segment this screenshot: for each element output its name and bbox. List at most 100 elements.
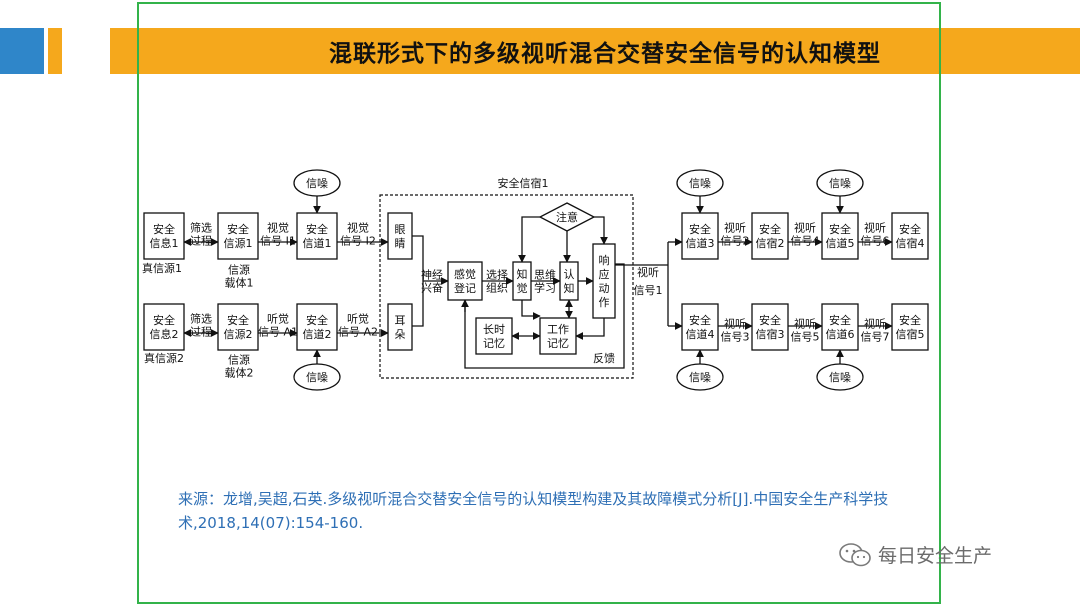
- label-audio-a2-line2: 信号 A2: [338, 325, 378, 338]
- label-select-line2: 组织: [486, 280, 508, 294]
- block-ch2-label-line2: 信道2: [303, 327, 332, 341]
- label-av1-line2: 信号1: [634, 284, 663, 297]
- label-audio-a1-line2: 信号 A1: [258, 325, 298, 338]
- label-av5-line2: 信号5: [791, 330, 820, 343]
- block-ch4-label-line2: 信道4: [686, 327, 715, 341]
- noise-top-right-2: [816, 169, 864, 197]
- block-src2: [217, 303, 259, 351]
- block-host3-label-line1: 安全: [759, 313, 781, 327]
- label-think-line1: 思维: [534, 268, 556, 281]
- label-visual-i2-line1: 视觉: [347, 220, 369, 234]
- attention-diamond: [538, 202, 596, 232]
- block-ltm-label-line1: 长时: [483, 323, 505, 336]
- label-nerve-line2: 兴奋: [421, 280, 443, 294]
- label-carrier2-line1: 信源: [228, 352, 250, 366]
- label-av3-line1: 视听: [724, 316, 746, 330]
- block-src2-label-line2: 信源2: [224, 327, 253, 341]
- label-filter1-line1: 筛选: [190, 220, 212, 234]
- label-av3-line2: 信号3: [721, 330, 750, 343]
- noise-bottom-right-1: [676, 363, 724, 391]
- noise-bottom-right-1-label: 信噪: [689, 371, 711, 384]
- block-host5-label-line1: 安全: [899, 313, 921, 327]
- block-respond-label-line3: 动: [599, 282, 610, 295]
- title-band: 混联形式下的多级视听混合交替安全信号的认知模型: [110, 28, 1080, 74]
- block-ch1-label-line1: 安全: [306, 222, 328, 236]
- attention-label: 注意: [556, 210, 578, 224]
- block-ch6: [821, 303, 859, 351]
- block-cognize: [559, 261, 579, 301]
- block-sense: [447, 261, 483, 301]
- arrow-respond-wm: [575, 318, 605, 340]
- arrow-attention-perceive: [518, 216, 540, 263]
- block-info2-label-line1: 安全: [153, 313, 175, 327]
- label-av6-line2: 信号6: [861, 234, 890, 247]
- block-wm-label-line1: 工作: [547, 323, 569, 336]
- label-av4-line2: 信号4: [791, 234, 820, 247]
- block-info1-label-line2: 信息1: [150, 236, 179, 250]
- block-ltm-label-line2: 记忆: [483, 337, 505, 350]
- block-eye: [387, 212, 413, 260]
- block-host5: [891, 303, 929, 351]
- block-ch4: [681, 303, 719, 351]
- block-host4: [891, 212, 929, 260]
- block-ch2-label-line1: 安全: [306, 313, 328, 327]
- block-ch1: [296, 212, 338, 260]
- header-orange-accent: [48, 28, 62, 74]
- host-group-boundary: [379, 194, 634, 379]
- block-host3: [751, 303, 789, 351]
- label-visual-i1-line1: 视觉: [267, 220, 289, 234]
- label-av5-line1: 视听: [794, 316, 816, 330]
- arrow-perceive-wm: [521, 300, 541, 320]
- block-ch5-label-line1: 安全: [829, 222, 851, 236]
- noise-top-right-2-label: 信噪: [829, 177, 851, 190]
- block-respond-label-line1: 响: [599, 254, 610, 267]
- block-host2: [751, 212, 789, 260]
- label-carrier1-line1: 信源: [228, 262, 250, 276]
- label-visual-i1-line2: 信号 I1: [260, 234, 296, 247]
- noise-top-right-1: [676, 169, 724, 197]
- label-visual-i2-line2: 信号 I2: [340, 234, 376, 247]
- block-ch3: [681, 212, 719, 260]
- watermark-text: 每日安全生产: [878, 545, 993, 567]
- block-ch6-label-line1: 安全: [829, 313, 851, 327]
- noise-top-right-1-label: 信噪: [689, 177, 711, 190]
- noise-bottom-left: [293, 363, 341, 391]
- block-ltm: [475, 317, 513, 355]
- label-filter1-line2: 过程: [190, 234, 212, 247]
- block-ear-label-line1: 耳: [395, 314, 406, 327]
- block-host5-label-line2: 信宿5: [896, 327, 925, 341]
- label-carrier1-line2: 载体1: [225, 275, 254, 289]
- label-feedback: 反馈: [593, 352, 615, 365]
- block-perceive: [512, 261, 532, 301]
- block-host3-label-line2: 信宿3: [756, 327, 785, 341]
- block-src2-label-line1: 安全: [227, 313, 249, 327]
- label-filter2-line1: 筛选: [190, 311, 212, 325]
- noise-top-left-label: 信噪: [306, 177, 328, 190]
- label-carrier2-line2: 载体2: [225, 365, 254, 379]
- noise-bottom-right-2: [816, 363, 864, 391]
- block-cognize-label-line1: 认: [564, 268, 575, 281]
- block-host4-label-line2: 信宿4: [896, 236, 925, 250]
- block-host4-label-line1: 安全: [899, 222, 921, 236]
- noise-top-left: [293, 169, 341, 197]
- source-citation: 来源：龙增,吴超,石英.多级视听混合交替安全信号的认知模型构建及其故障模式分析[…: [178, 490, 889, 532]
- label-av2-line2: 信号2: [721, 234, 750, 247]
- block-respond-label-line2: 应: [599, 267, 610, 281]
- block-respond-label-line4: 作: [599, 296, 610, 309]
- block-ear-label-line2: 朵: [395, 328, 406, 341]
- label-av7-line2: 信号7: [861, 330, 890, 343]
- slide-title: 混联形式下的多级视听混合交替安全信号的认知模型: [329, 41, 881, 67]
- content-frame: [137, 2, 941, 604]
- block-src1: [217, 212, 259, 260]
- block-ch5: [821, 212, 859, 260]
- block-respond: [592, 243, 616, 319]
- block-ch3-label-line2: 信道3: [686, 236, 715, 250]
- block-perceive-label-line2: 觉: [517, 282, 528, 295]
- block-ch6-label-line2: 信道6: [826, 327, 855, 341]
- label-nerve-line1: 神经: [421, 267, 443, 281]
- header-blue-accent: [0, 28, 44, 74]
- block-perceive-label-line1: 知: [517, 267, 528, 281]
- noise-bottom-right-2-label: 信噪: [829, 371, 851, 384]
- label-av4-line1: 视听: [794, 220, 816, 234]
